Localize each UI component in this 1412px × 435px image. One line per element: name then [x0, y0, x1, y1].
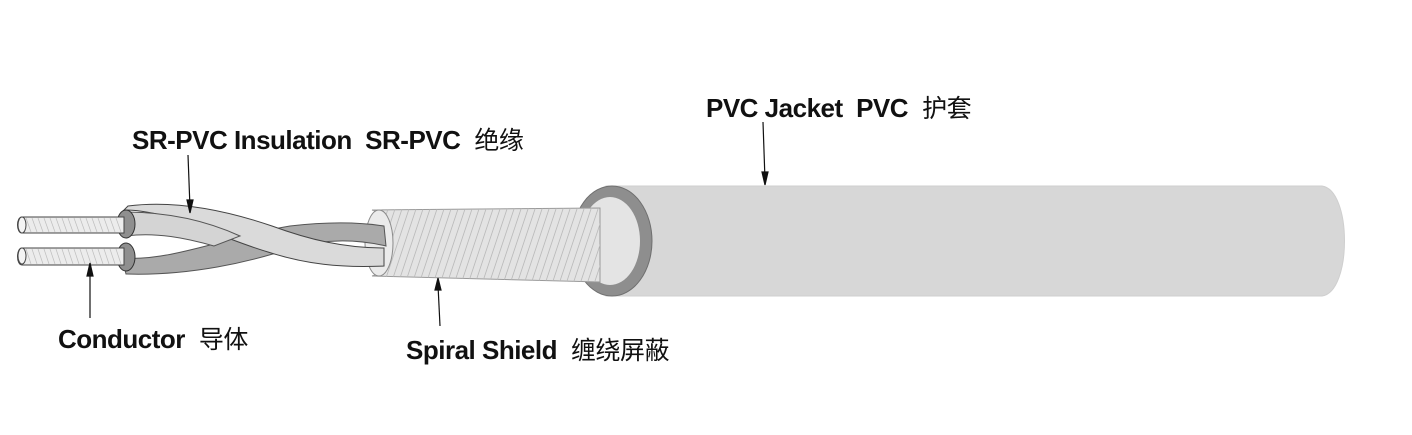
- spiral-shield-label-cn: 缠绕屏蔽: [571, 336, 670, 365]
- shield-strand: [530, 208, 558, 282]
- insulation-leader-arrow: [186, 199, 194, 214]
- shield-leader-line: [437, 284, 441, 327]
- conductor-strands: [25, 217, 122, 265]
- spiral-shield-label-en: Spiral Shield: [406, 335, 558, 365]
- conductor-strand: [67, 248, 74, 265]
- conductor-strand: [103, 217, 110, 233]
- conductor-strand: [73, 248, 80, 265]
- pvc-jacket: [605, 185, 1345, 297]
- conductor-strand: [97, 248, 104, 265]
- spiral-shield-label: Spiral Shield 缠绕屏蔽: [406, 331, 670, 367]
- insulation-label-en: SR-PVC Insulation SR-PVC: [132, 125, 461, 155]
- conductor-strand: [61, 248, 68, 265]
- conductor-strand: [97, 217, 104, 233]
- conductor-strand: [67, 217, 74, 233]
- conductor-strand: [73, 217, 80, 233]
- shield-strand: [551, 208, 579, 282]
- shield-strand: [572, 208, 600, 282]
- conductor-strand: [31, 248, 38, 265]
- conductor-strand: [43, 248, 50, 265]
- shield-strand: [565, 208, 593, 282]
- conductor-strand: [25, 248, 32, 265]
- conductor-strand: [115, 217, 122, 233]
- conductor-strand: [91, 248, 98, 265]
- conductor-strand: [85, 217, 92, 233]
- shield-strand: [383, 208, 411, 282]
- insulation-core-upper: [123, 211, 242, 247]
- shield-strand: [509, 208, 537, 282]
- shield-strand: [404, 208, 432, 282]
- conductor-strand: [49, 248, 56, 265]
- conductor-strand: [109, 248, 116, 265]
- conductor-strand: [25, 217, 32, 233]
- shield-strand: [502, 208, 530, 282]
- shield-strand: [523, 208, 551, 282]
- shield-wire-strands: [372, 208, 600, 282]
- shield-strand: [446, 208, 474, 282]
- shield-leader-arrow: [434, 277, 442, 291]
- shield-strand: [439, 208, 467, 282]
- conductor-strand: [115, 248, 122, 265]
- conductor-strand: [91, 217, 98, 233]
- jacket-leader-arrow: [761, 171, 769, 186]
- shield-strand: [418, 208, 446, 282]
- shield-strand: [537, 208, 565, 282]
- conductor-strand: [109, 217, 116, 233]
- conductor-tip-lower: [17, 247, 27, 265]
- pvc-jacket-label: PVC Jacket PVC 护套: [706, 89, 972, 125]
- shield-strand: [425, 208, 453, 282]
- shield-strand: [467, 208, 495, 282]
- insulation-leader-line: [187, 154, 191, 209]
- shield-strand: [593, 208, 600, 282]
- shield-strand: [460, 208, 488, 282]
- jacket-leader-line: [762, 121, 766, 181]
- shield-strand: [432, 208, 460, 282]
- conductor-strand: [37, 248, 44, 265]
- conductor-strand: [103, 248, 110, 265]
- conductor-strand: [55, 217, 62, 233]
- conductor-strand: [31, 217, 38, 233]
- conductor-strand: [43, 217, 50, 233]
- conductor-label-cn: 导体: [198, 325, 249, 354]
- shield-strand: [495, 208, 523, 282]
- shield-strand: [516, 208, 544, 282]
- conductor-label: Conductor 导体: [58, 320, 248, 356]
- conductor-tip-upper: [17, 216, 27, 234]
- conductor-label-en: Conductor: [58, 324, 185, 354]
- shield-strand: [411, 208, 439, 282]
- shield-strand: [481, 208, 509, 282]
- conductor-strand: [55, 248, 62, 265]
- conductor-strand: [79, 217, 86, 233]
- conductor-strand: [37, 217, 44, 233]
- shield-strand: [586, 208, 600, 282]
- conductor-leader-arrow: [86, 262, 94, 277]
- shield-strand: [453, 208, 481, 282]
- shield-strand: [488, 208, 516, 282]
- shield-strand: [397, 208, 425, 282]
- pvc-jacket-label-cn: 护套: [922, 94, 972, 123]
- insulation-label-cn: 绝缘: [474, 126, 524, 155]
- conductor-strand: [85, 248, 92, 265]
- pvc-jacket-label-en: PVC Jacket PVC: [706, 93, 909, 123]
- conductor-strand: [49, 217, 56, 233]
- shield-strand: [474, 208, 502, 282]
- conductor-strand: [79, 248, 86, 265]
- insulation-label: SR-PVC Insulation SR-PVC 绝缘: [132, 121, 524, 157]
- shield-strand: [579, 208, 600, 282]
- shield-strand: [544, 208, 572, 282]
- shield-strand: [390, 208, 418, 282]
- shield-strand: [558, 208, 586, 282]
- conductor-strand: [61, 217, 68, 233]
